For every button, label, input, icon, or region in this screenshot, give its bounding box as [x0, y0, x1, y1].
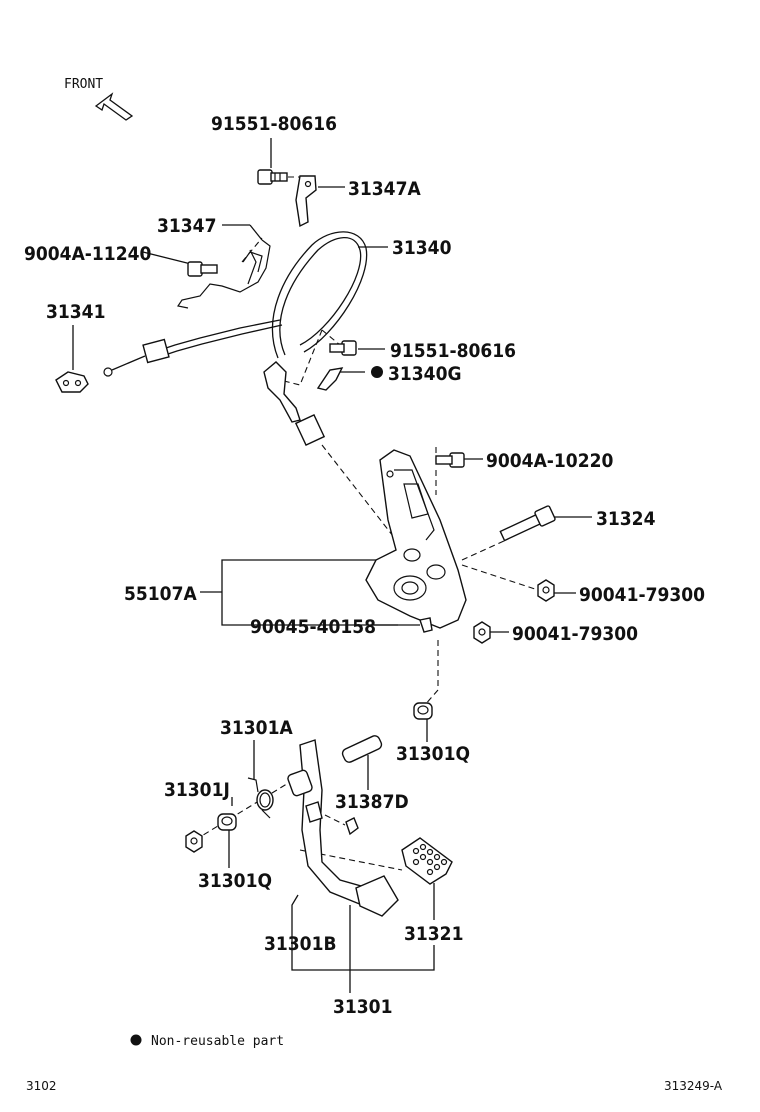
label-91551-80616-top: 91551-80616	[211, 113, 337, 135]
bolt-91551-mid	[329, 340, 357, 356]
nut-31301j	[185, 830, 203, 853]
label-31324: 31324	[596, 508, 656, 530]
leader-lines	[72, 138, 592, 993]
bolt-9004a-10220	[435, 452, 465, 468]
label-90045-40158: 90045-40158	[250, 616, 376, 638]
label-31301a: 31301A	[220, 717, 293, 739]
bolt-31324	[499, 505, 556, 542]
label-31301q-right: 31301Q	[396, 743, 470, 765]
bolt-91551-top	[257, 169, 288, 185]
label-31340g: 31340G	[388, 363, 462, 385]
legend-text: Non-reusable part	[151, 1034, 284, 1049]
label-91551-80616-mid: 91551-80616	[390, 340, 516, 362]
label-31301: 31301	[333, 996, 392, 1018]
assembly-lines	[194, 176, 539, 871]
label-9004a-10220: 9004A-10220	[486, 450, 613, 472]
bracket-31347a	[295, 175, 317, 228]
label-90041-79300-a: 90041-79300	[579, 584, 705, 606]
collar-31387d	[341, 735, 383, 763]
non-reusable-dot-31340g	[371, 366, 383, 378]
label-31347a: 31347A	[348, 178, 421, 200]
pedal-pad-31321	[401, 837, 453, 885]
clip-31341	[55, 371, 89, 393]
pedal-lever-31301b	[287, 739, 399, 917]
label-55107a: 55107A	[124, 583, 197, 605]
footer-right-code: 313249-A	[664, 1079, 723, 1093]
label-31387d: 31387D	[335, 791, 409, 813]
label-90041-79300-b: 90041-79300	[512, 623, 638, 645]
clip-90045-40158	[419, 617, 433, 633]
label-31347: 31347	[157, 215, 216, 237]
label-31301b: 31301B	[264, 933, 337, 955]
bushing-31301q-left	[217, 813, 237, 831]
bushing-31301q-right	[413, 702, 433, 720]
bracket-55107a	[365, 449, 467, 629]
spring-31301a	[247, 777, 274, 819]
front-label: FRONT	[64, 77, 103, 92]
footer-left-code: 3102	[26, 1079, 57, 1093]
nut-90041-a	[537, 579, 555, 602]
label-31301q-left: 31301Q	[198, 870, 272, 892]
nut-90041-b	[473, 621, 491, 644]
label-31341: 31341	[46, 301, 105, 323]
clip-31347	[177, 239, 271, 309]
cable-31340	[103, 231, 368, 447]
label-31301j: 31301J	[164, 779, 230, 801]
non-reusable-legend-dot	[130, 1034, 142, 1046]
front-arrow-icon	[94, 92, 134, 121]
label-31321: 31321	[404, 923, 463, 945]
clip-31340g	[316, 367, 344, 391]
label-9004a-11240: 9004A-11240	[24, 243, 151, 265]
label-31340: 31340	[392, 237, 452, 259]
bolt-9004a-11240	[187, 261, 218, 277]
